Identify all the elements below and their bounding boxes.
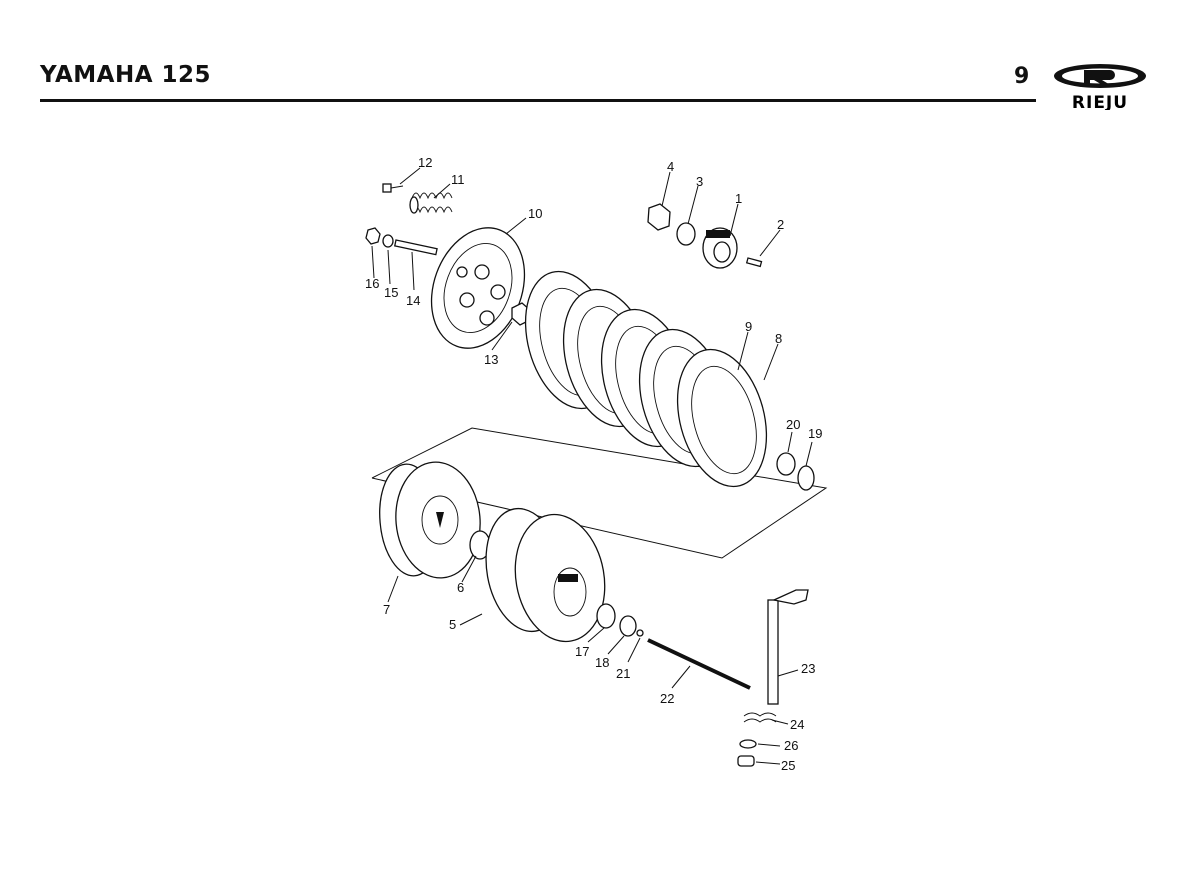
- callout-2: 2: [777, 217, 784, 232]
- push-rod-part: [647, 638, 751, 690]
- page-number: 9: [1014, 64, 1030, 89]
- washer-part: [797, 465, 815, 491]
- callout-14: 14: [406, 293, 420, 308]
- washer-17-part: [596, 603, 616, 629]
- callout-4: 4: [667, 159, 674, 174]
- push-lever-shaft-part: [767, 589, 809, 705]
- callout-19: 19: [808, 426, 822, 441]
- assembly-plane: [371, 427, 828, 559]
- bolt-part: [382, 183, 404, 193]
- callout-12: 12: [418, 155, 432, 170]
- callout-10: 10: [528, 206, 542, 221]
- callout-1: 1: [735, 191, 742, 206]
- callout-labels: 1 2 3 4 5 6 7 8 9 10 11 12 13 14 15 16 1…: [365, 155, 822, 773]
- clutch-plate-stack: [524, 270, 768, 488]
- callout-20: 20: [786, 417, 800, 432]
- callout-24: 24: [790, 717, 804, 732]
- callout-5: 5: [449, 617, 456, 632]
- bushing-part: [737, 755, 755, 767]
- callout-23: 23: [801, 661, 815, 676]
- brand-name: RIEJU: [1072, 93, 1128, 110]
- callout-15: 15: [384, 285, 398, 300]
- callout-11: 11: [451, 172, 465, 187]
- washer-26-part: [739, 739, 757, 749]
- callout-18: 18: [595, 655, 609, 670]
- clutch-boss-part: [485, 507, 606, 643]
- callout-16: 16: [365, 276, 379, 291]
- lock-nut-part: [647, 203, 671, 231]
- bearing-part: [776, 452, 796, 476]
- primary-driven-gear-part: [379, 461, 481, 579]
- clutch-spring-part: [409, 192, 453, 214]
- header-rule: [40, 99, 1036, 102]
- pressure-plate-part: [430, 227, 526, 349]
- callout-17: 17: [575, 644, 589, 659]
- callout-25: 25: [781, 758, 795, 773]
- callout-13: 13: [484, 352, 498, 367]
- page-title: YAMAHA 125: [40, 62, 212, 88]
- washer-18-part: [619, 615, 637, 637]
- callout-26: 26: [784, 738, 798, 753]
- callout-9: 9: [745, 319, 752, 334]
- callout-6: 6: [457, 580, 464, 595]
- leader-lines: [371, 167, 813, 765]
- rieju-logo: RIEJU: [1054, 64, 1146, 110]
- callout-7: 7: [383, 602, 390, 617]
- push-rod-piece-part: [702, 227, 738, 269]
- callout-3: 3: [696, 174, 703, 189]
- ball-part: [636, 629, 644, 637]
- pin-part: [745, 257, 763, 268]
- callout-21: 21: [616, 666, 630, 681]
- nut-washer-rod-part: [365, 227, 438, 256]
- return-spring-part: [743, 712, 777, 723]
- callout-22: 22: [660, 691, 674, 706]
- thrust-washer-part: [676, 222, 696, 246]
- callout-8: 8: [775, 331, 782, 346]
